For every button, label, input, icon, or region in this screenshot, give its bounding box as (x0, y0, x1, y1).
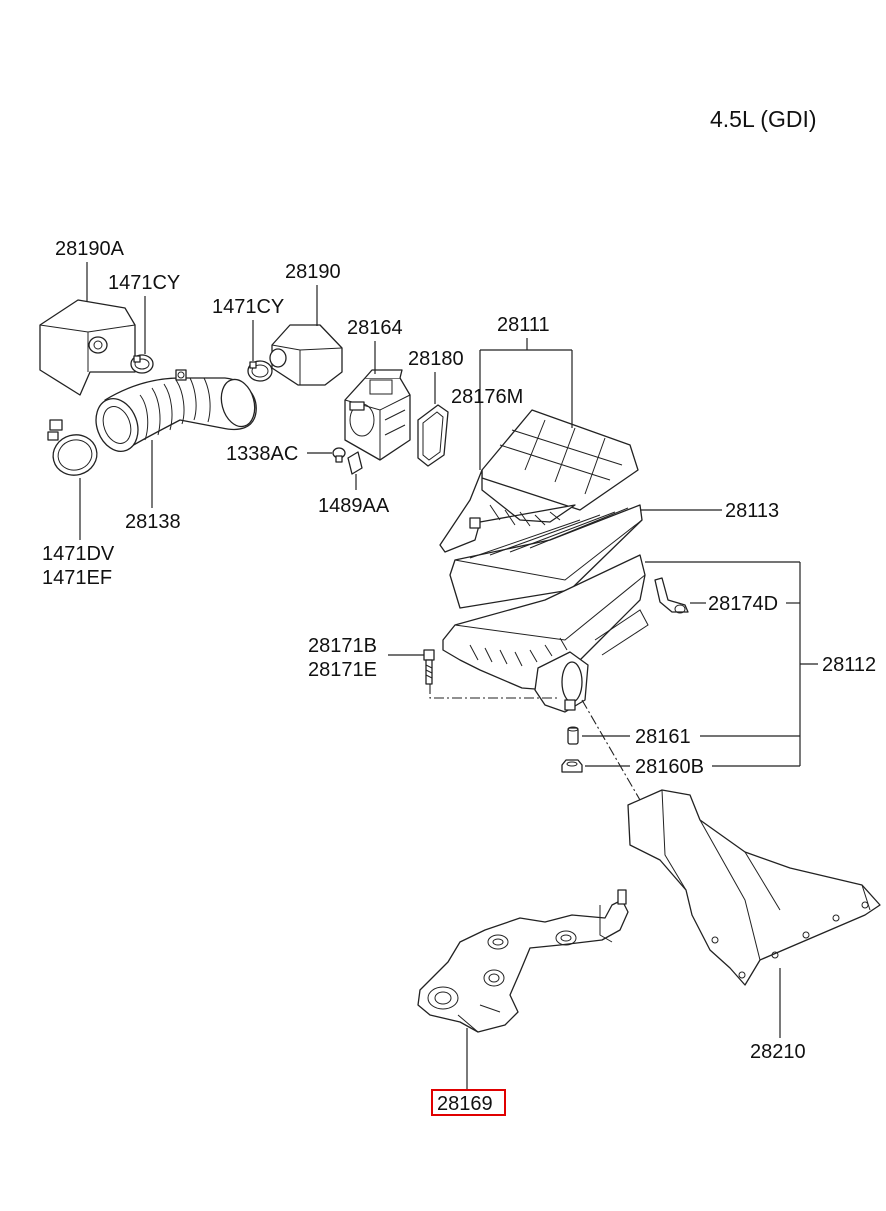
label-1471ef[interactable]: 1471EF (42, 567, 112, 589)
air-cleaner-cover-28111-drawing (439, 409, 639, 553)
label-28210[interactable]: 28210 (750, 1041, 806, 1063)
air-filter-28113-drawing (449, 504, 643, 609)
label-28161[interactable]: 28161 (635, 726, 691, 748)
engine-variant-title: 4.5L (GDI) (710, 106, 817, 132)
resonator-28190-drawing (269, 324, 343, 386)
bracket-1489aa-drawing (347, 451, 363, 475)
label-28164[interactable]: 28164 (347, 317, 403, 339)
label-28160b[interactable]: 28160B (635, 756, 704, 778)
air-cleaner-body-28112-drawing (442, 554, 649, 713)
label-28190a[interactable]: 28190A (55, 238, 125, 260)
clamp-1471cy-right-drawing (247, 360, 273, 382)
label-28174d[interactable]: 28174D (708, 593, 778, 615)
label-28171b[interactable]: 28171B (308, 635, 377, 657)
clamp-1471cy-left-drawing (130, 354, 154, 374)
label-28176m[interactable]: 28176M (451, 386, 523, 408)
label-28111[interactable]: 28111 (497, 314, 550, 336)
label-28113[interactable]: 28113 (725, 500, 779, 522)
label-28169[interactable]: 28169 (437, 1093, 493, 1115)
screw-1338ac-drawing (332, 447, 346, 463)
dashline-28171b (429, 684, 560, 699)
label-1471cy-right[interactable]: 1471CY (212, 296, 284, 318)
highlight-box-28169 (431, 1089, 506, 1116)
label-1471dv[interactable]: 1471DV (42, 543, 115, 565)
label-28138[interactable]: 28138 (125, 511, 181, 533)
dashline-duct (581, 699, 641, 801)
grommet-28160b-drawing (561, 759, 583, 773)
clip-28174d-drawing (654, 577, 689, 614)
bracket-28169-drawing (417, 889, 629, 1033)
label-28180[interactable]: 28180 (408, 348, 464, 370)
clamp-1471dv-drawing (47, 419, 98, 476)
gasket-28180-drawing (417, 404, 449, 467)
label-28112[interactable]: 28112 (822, 654, 876, 676)
intake-hose-28138-drawing (95, 369, 257, 452)
label-28171e[interactable]: 28171E (308, 659, 377, 681)
grommet-28161-drawing (567, 726, 579, 745)
label-1489aa[interactable]: 1489AA (318, 495, 390, 517)
bolt-28171b-drawing (423, 649, 435, 685)
airflow-sensor-28164-drawing (344, 369, 411, 461)
label-1471cy-left[interactable]: 1471CY (108, 272, 180, 294)
label-28190[interactable]: 28190 (285, 261, 341, 283)
resonator-28190a-drawing (39, 299, 136, 396)
air-duct-28210-drawing (627, 789, 881, 986)
label-1338ac[interactable]: 1338AC (226, 443, 298, 465)
